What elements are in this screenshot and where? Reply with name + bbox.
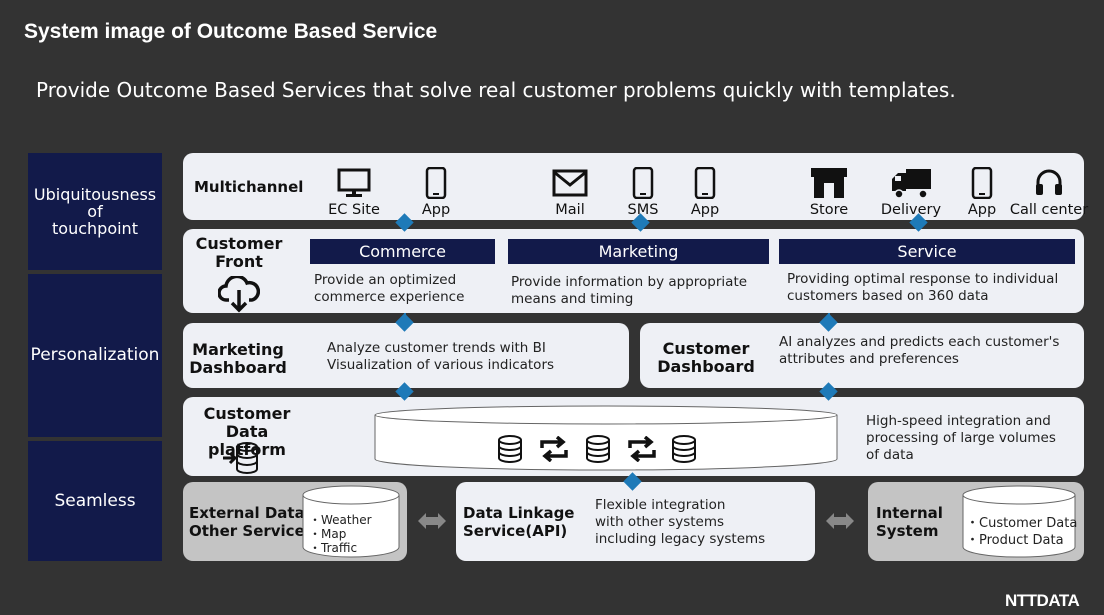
slide-subtitle: Provide Outcome Based Services that solv… <box>36 78 956 102</box>
customer-data-platform-description: High-speed integration and processing of… <box>866 413 1056 463</box>
channel-label: EC Site <box>328 202 380 218</box>
channel-app: App <box>947 166 1017 218</box>
channel-label: Store <box>809 202 849 218</box>
bidirectional-arrow-icon <box>826 513 854 529</box>
channel-label: App <box>967 202 997 218</box>
multichannel-label: Multichannel <box>194 178 304 196</box>
channel-label: Delivery <box>880 202 942 218</box>
data-linkage-description: Flexible integration with other systems … <box>595 497 766 547</box>
internal-system-cylinder <box>962 485 1076 558</box>
channel-ec-site: EC Site <box>319 166 389 218</box>
database-icon <box>498 435 522 463</box>
marketing-dashboard-description: Analyze customer trends with BI Visualiz… <box>327 340 555 373</box>
data-linkage-label: Data Linkage Service(API) <box>463 504 575 540</box>
external-data-label: External Data・ Other Service <box>189 504 320 540</box>
channel-store: Store <box>794 166 864 218</box>
service-header: Service <box>779 239 1075 264</box>
channel-app: App <box>670 166 740 218</box>
marketing-dashboard-label: Marketing Dashboard <box>189 340 287 377</box>
internal-system-items: ・Customer Data ・Product Data <box>966 516 1078 548</box>
marketing-dashboard-panel <box>183 323 629 388</box>
channel-mail: Mail <box>535 166 605 218</box>
marketing-header: Marketing <box>508 239 769 264</box>
envelope-icon <box>552 169 588 197</box>
sync-icon <box>540 436 568 462</box>
bidirectional-arrow-icon <box>418 513 446 529</box>
slide-title: System image of Outcome Based Service <box>24 20 438 43</box>
external-data-items: ・Weather ・Map ・Traffic <box>309 513 372 555</box>
sidebar-ubiquitousness: Ubiquitousness of touchpoint <box>28 153 162 270</box>
monitor-icon <box>337 168 371 197</box>
smartphone-icon <box>425 167 447 199</box>
internal-system-label: Internal System <box>876 504 943 540</box>
sync-icon <box>628 436 656 462</box>
database-icon <box>586 435 610 463</box>
database-icon <box>672 435 696 463</box>
truck-icon <box>892 169 931 199</box>
commerce-header: Commerce <box>310 239 495 264</box>
channel-sms: SMS <box>608 166 678 218</box>
customer-dashboard-label: Customer Dashboard <box>657 339 755 376</box>
channel-label: SMS <box>627 202 659 218</box>
headset-icon <box>1036 169 1062 195</box>
channel-app: App <box>401 166 471 218</box>
customer-dashboard-description: AI analyzes and predicts each customer's… <box>779 334 1060 367</box>
cloud-upload-icon <box>218 276 260 313</box>
database-import-icon <box>223 442 258 474</box>
store-icon <box>811 168 847 198</box>
channel-label: App <box>421 202 451 218</box>
service-description: Providing optimal response to individual… <box>787 271 1059 304</box>
customer-front-label: Customer Front <box>195 234 283 271</box>
channel-delivery: Delivery <box>876 166 946 218</box>
customer-dashboard-panel <box>640 323 1084 388</box>
sidebar-personalization: Personalization <box>28 274 162 437</box>
ntt-data-logo: NTTDATA <box>1005 591 1080 610</box>
channel-call-center: Call center <box>1010 166 1088 218</box>
customer-data-platform-label: Customer Data platform <box>203 404 291 459</box>
channel-label: Mail <box>555 202 585 218</box>
external-data-cylinder <box>302 485 400 558</box>
channel-label: Call center <box>1009 202 1089 218</box>
smartphone-icon <box>694 167 716 199</box>
smartphone-icon <box>971 167 993 199</box>
sidebar-seamless: Seamless <box>28 441 162 561</box>
smartphone-icon <box>632 167 654 199</box>
commerce-description: Provide an optimized commerce experience <box>314 272 465 305</box>
data-linkage-panel <box>456 482 815 561</box>
marketing-description: Provide information by appropriate means… <box>511 274 748 307</box>
channel-label: App <box>690 202 720 218</box>
